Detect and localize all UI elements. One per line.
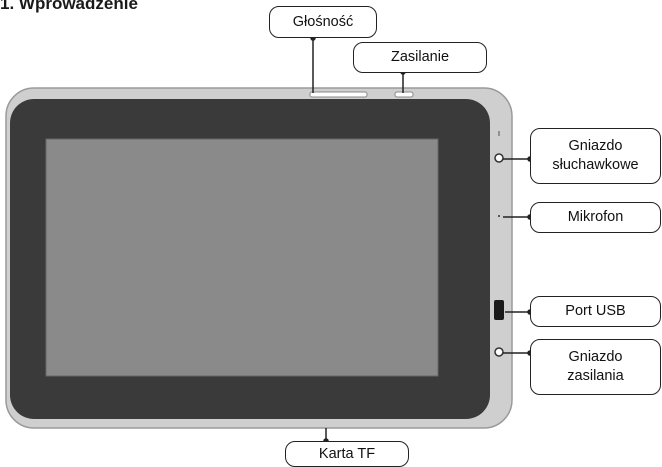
callout-usb-port-label: Port USB xyxy=(565,303,626,319)
headphone-jack-port xyxy=(494,153,504,163)
power-jack-port xyxy=(494,347,504,357)
tablet-screen xyxy=(45,138,439,377)
callout-microphone-label: Mikrofon xyxy=(567,209,624,225)
volume-button xyxy=(309,91,368,98)
callout-volume-label: Głośność xyxy=(292,13,354,30)
usb-port xyxy=(494,300,504,320)
callout-power-jack: Gniazdo zasilania xyxy=(530,339,661,395)
callout-tf-card: Karta TF xyxy=(285,441,409,467)
callout-usb-port: Port USB xyxy=(530,296,661,327)
callout-power: Zasilanie xyxy=(353,42,487,73)
callout-volume: Głośność xyxy=(269,6,377,38)
callout-headphone-jack-label: Gniazdo słuchawkowe xyxy=(552,138,639,173)
callout-power-jack-label: Gniazdo zasilania xyxy=(567,349,624,384)
callout-headphone-jack: Gniazdo słuchawkowe xyxy=(530,128,661,184)
power-button xyxy=(394,91,414,98)
callout-microphone: Mikrofon xyxy=(530,202,661,233)
callout-tf-card-label: Karta TF xyxy=(318,445,376,462)
callout-power-label: Zasilanie xyxy=(390,49,450,65)
microphone-hole xyxy=(498,215,500,217)
section-heading: 1. Wprowadzenie xyxy=(0,0,138,13)
